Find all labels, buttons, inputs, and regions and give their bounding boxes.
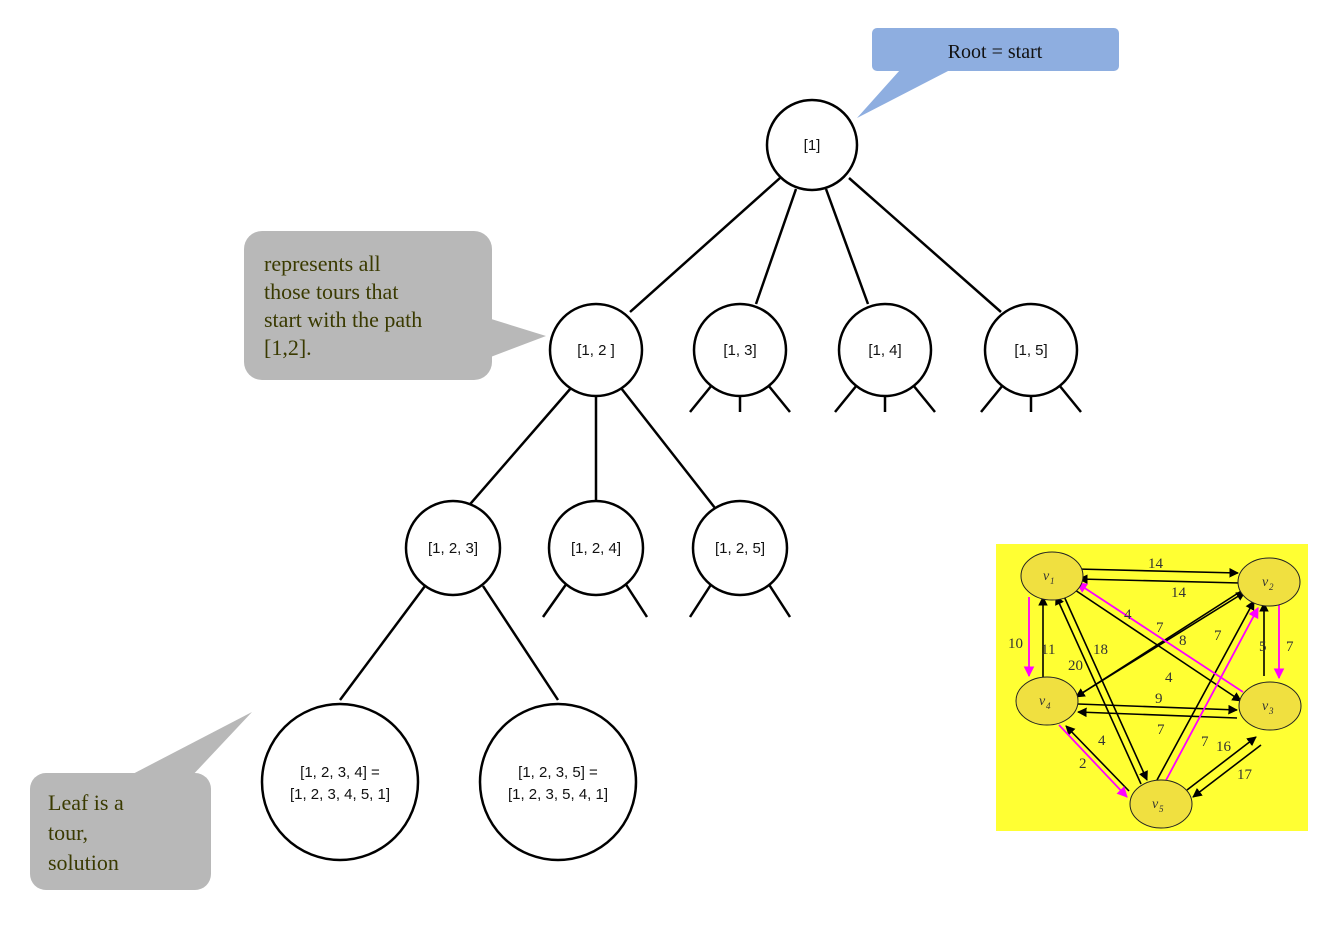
svg-text:3: 3 bbox=[1268, 706, 1274, 716]
edge-weight: 16 bbox=[1216, 739, 1232, 755]
graph-vertex: v 2 bbox=[1237, 557, 1301, 607]
callout-internal-line: those tours that bbox=[264, 279, 398, 304]
edge-weight: 11 bbox=[1041, 642, 1055, 658]
tree-node[interactable]: [1, 3] bbox=[692, 302, 788, 398]
svg-text:1: 1 bbox=[1050, 576, 1055, 586]
edge-weight: 14 bbox=[1171, 585, 1187, 601]
svg-text:5: 5 bbox=[1159, 804, 1164, 814]
svg-text:Leaf is a tour, so: Leaf is a tour, solution bbox=[48, 790, 129, 875]
edge-weight: 7 bbox=[1157, 722, 1165, 738]
edge-weight: 2 bbox=[1079, 756, 1087, 772]
edge-weight: 7 bbox=[1156, 620, 1164, 636]
edge-weight: 7 bbox=[1201, 734, 1209, 750]
graph-vertex: v 4 bbox=[1015, 676, 1079, 726]
callout-internal: represents all those tours that start wi… bbox=[244, 231, 546, 380]
stub bbox=[980, 384, 1004, 413]
edge-123-1235 bbox=[481, 585, 560, 701]
svg-text:[1, 2, 3, 5] =: [1, 2, 3, 5] = bbox=[518, 764, 598, 781]
callout-leaf-line: tour, bbox=[48, 820, 88, 845]
callout-leaf: Leaf is a tour, solution bbox=[30, 712, 252, 890]
svg-text:[1, 5]: [1, 5] bbox=[1014, 342, 1047, 359]
tree-node[interactable]: [1, 2, 4] bbox=[547, 499, 645, 597]
graph-weights: 14 14 4 7 8 7 5 7 10 11 20 18 4 9 7 7 16… bbox=[1008, 556, 1294, 783]
callout-internal-line: represents all bbox=[264, 251, 381, 276]
callout-root: Root = start bbox=[857, 28, 1119, 118]
stub bbox=[623, 582, 649, 618]
edge-weight: 10 bbox=[1008, 636, 1023, 652]
stub bbox=[767, 384, 791, 413]
callout-internal-line: start with the path bbox=[264, 307, 422, 332]
svg-text:[1, 2 ]: [1, 2 ] bbox=[577, 342, 615, 359]
svg-text:[1, 2, 3, 4, 5, 1]: [1, 2, 3, 4, 5, 1] bbox=[290, 786, 390, 803]
svg-text:[1]: [1] bbox=[804, 137, 821, 154]
svg-text:v: v bbox=[1043, 569, 1050, 584]
svg-text:v: v bbox=[1039, 694, 1046, 709]
edge-weight: 17 bbox=[1237, 767, 1253, 783]
svg-text:4: 4 bbox=[1046, 701, 1051, 711]
edge-123-1234 bbox=[338, 585, 427, 701]
svg-text:[1, 2, 3, 5, 4, 1]: [1, 2, 3, 5, 4, 1] bbox=[508, 786, 608, 803]
callout-root-text: Root = start bbox=[948, 41, 1043, 63]
tree-leaf-node[interactable]: [1, 2, 3, 4] = [1, 2, 3, 4, 5, 1] bbox=[260, 702, 420, 862]
edge-weight: 4 bbox=[1098, 733, 1106, 749]
edge-weight: 5 bbox=[1259, 639, 1267, 655]
tree-node[interactable]: [1, 2, 3] bbox=[404, 499, 502, 597]
stub bbox=[688, 582, 714, 618]
stub bbox=[541, 582, 569, 618]
graph-vertex: v 1 bbox=[1020, 551, 1084, 601]
edge-weight: 8 bbox=[1179, 633, 1187, 649]
edge-weight: 20 bbox=[1068, 658, 1083, 674]
graph-vertex: v 3 bbox=[1238, 681, 1302, 731]
tree-node[interactable]: [1, 5] bbox=[983, 302, 1079, 398]
edge-1-15 bbox=[848, 177, 1002, 313]
svg-text:[1, 2, 3]: [1, 2, 3] bbox=[428, 540, 478, 557]
svg-text:v: v bbox=[1152, 797, 1159, 812]
stub bbox=[1058, 384, 1082, 413]
edge-weight: 7 bbox=[1214, 628, 1222, 644]
callout-internal-line: [1,2]. bbox=[264, 335, 312, 360]
svg-text:[1, 3]: [1, 3] bbox=[723, 342, 756, 359]
edge-weight: 4 bbox=[1165, 670, 1173, 686]
svg-text:[1, 2, 3, 4] =: [1, 2, 3, 4] = bbox=[300, 764, 380, 781]
stub bbox=[766, 582, 792, 618]
svg-text:v: v bbox=[1262, 699, 1269, 714]
callout-leaf-line: Leaf is a bbox=[48, 790, 124, 815]
tree-node[interactable]: [1, 2, 5] bbox=[691, 499, 789, 597]
svg-text:Root = start: Root = start bbox=[948, 41, 1043, 63]
tree-node[interactable]: [1, 4] bbox=[837, 302, 933, 398]
tree-nodes: [1] [1, 2 ] [1, 3] [1, 4] [1, 5] [1, 2, … bbox=[260, 98, 1079, 862]
svg-text:[1, 2, 4]: [1, 2, 4] bbox=[571, 540, 621, 557]
edge-12-125 bbox=[620, 387, 716, 509]
stub bbox=[912, 384, 936, 413]
tree-edges bbox=[338, 177, 1082, 701]
graph-vertex: v 5 bbox=[1129, 779, 1193, 829]
svg-text:[1, 2, 5]: [1, 2, 5] bbox=[715, 540, 765, 557]
stub bbox=[689, 384, 713, 413]
edge-1-13 bbox=[754, 188, 798, 305]
tree-node[interactable]: [1, 2 ] bbox=[548, 302, 644, 398]
svg-text:v: v bbox=[1262, 575, 1269, 590]
edge-weight: 18 bbox=[1093, 642, 1108, 658]
svg-text:2: 2 bbox=[1269, 582, 1274, 592]
tree-node[interactable]: [1] bbox=[765, 98, 859, 192]
svg-text:represents all those tou: represents all those tours that start wi… bbox=[264, 251, 428, 360]
svg-text:[1, 4]: [1, 4] bbox=[868, 342, 901, 359]
edge-weight: 7 bbox=[1286, 639, 1294, 655]
weighted-graph: v 1 v 2 v 3 v 4 v 5 14 14 4 7 8 bbox=[996, 544, 1308, 831]
callout-leaf-line: solution bbox=[48, 850, 119, 875]
edge-1-14 bbox=[824, 188, 870, 305]
edge-12-123 bbox=[464, 387, 572, 511]
edge-weight: 9 bbox=[1155, 691, 1163, 707]
edge-1-12 bbox=[629, 177, 781, 313]
tree-leaf-node[interactable]: [1, 2, 3, 5] = [1, 2, 3, 5, 4, 1] bbox=[478, 702, 638, 862]
edge-weight: 14 bbox=[1148, 556, 1164, 572]
edge-weight: 4 bbox=[1124, 607, 1132, 623]
stub bbox=[834, 384, 858, 413]
